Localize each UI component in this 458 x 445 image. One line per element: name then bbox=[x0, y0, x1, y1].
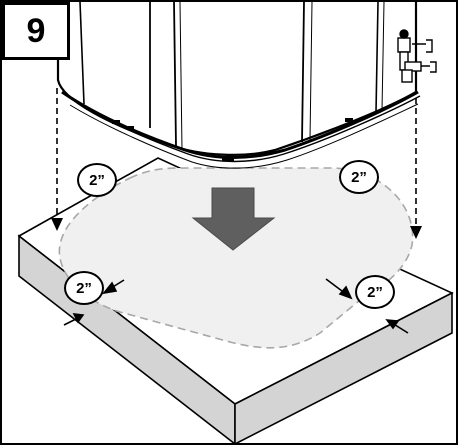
step-number: 9 bbox=[26, 12, 46, 50]
drop-guides bbox=[51, 88, 422, 239]
placement-arrow-icon bbox=[191, 187, 276, 251]
clearance-label-bottom-left: 2” bbox=[64, 271, 104, 305]
clearance-label-top-left: 2” bbox=[77, 163, 117, 197]
step-number-badge: 9 bbox=[2, 2, 70, 60]
pipe-fittings bbox=[397, 29, 437, 83]
pad-right-side bbox=[234, 291, 453, 445]
clearance-label-top-right: 2” bbox=[339, 160, 379, 194]
clearance-arrows bbox=[63, 278, 409, 334]
clearance-label-bottom-right: 2” bbox=[355, 275, 395, 309]
unit-base bbox=[56, 1, 421, 169]
